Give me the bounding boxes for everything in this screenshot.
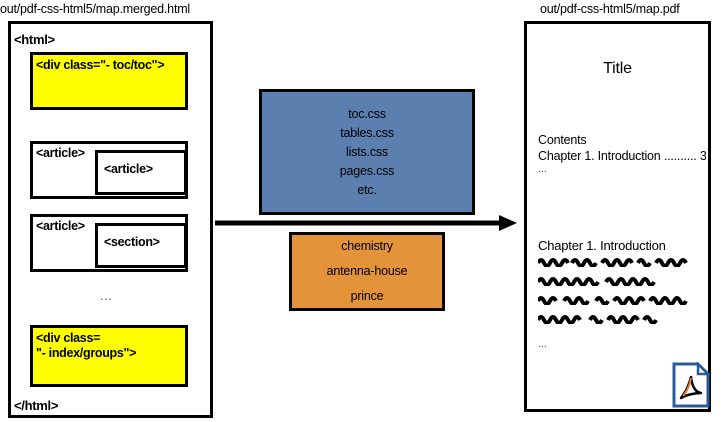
pdf-page-container <box>524 21 711 412</box>
vendor-item: chemistry <box>341 239 393 253</box>
html-open-tag: <html> <box>14 32 55 47</box>
nested-section-block <box>95 223 187 268</box>
pdf-body-ellipsis: ... <box>538 338 547 350</box>
css-item: pages.css <box>339 163 395 178</box>
index-div-label: <div class= "- index/groups"> <box>36 331 137 360</box>
pdf-contents-entry: Chapter 1. Introduction .......... 3 <box>538 149 707 163</box>
html-close-tag: </html> <box>14 398 59 413</box>
pdf-body-text-line <box>538 258 688 267</box>
nested-section-label: <section> <box>104 235 160 249</box>
pdf-body-text-line <box>538 277 656 286</box>
css-item: tables.css <box>340 125 394 140</box>
css-item: lists.css <box>346 144 388 159</box>
html-blocks-ellipsis: ... <box>100 288 113 303</box>
pdf-contents-ellipsis: ... <box>538 163 547 175</box>
source-file-caption: out/pdf-css-html5/map.merged.html <box>0 2 191 16</box>
toc-div-label: <div class="- toc/toc"> <box>36 58 165 72</box>
vendor-item: antenna-house <box>326 264 408 278</box>
css-stylesheets-box: toc.css tables.css lists.css pages.css e… <box>259 89 475 215</box>
css-item: etc. <box>357 182 377 197</box>
article-block-1-label: <article> <box>36 146 85 160</box>
article-block-2-label: <article> <box>36 219 85 233</box>
nested-article-label: <article> <box>104 162 153 176</box>
pdf-contents-heading: Contents <box>538 133 587 147</box>
formatter-vendors-box: chemistry antenna-house prince <box>289 232 445 311</box>
vendor-item: prince <box>350 289 384 303</box>
pdf-file-icon <box>672 362 710 408</box>
pdf-title: Title <box>603 60 632 77</box>
transform-arrow-icon <box>215 215 517 231</box>
index-div-block <box>30 325 188 387</box>
pdf-body-text-line <box>538 296 688 305</box>
toc-div-block <box>30 52 188 110</box>
nested-article-block <box>95 150 187 195</box>
pdf-chapter-heading: Chapter 1. Introduction <box>538 238 666 253</box>
css-item: toc.css <box>348 106 386 121</box>
output-file-caption: out/pdf-css-html5/map.pdf <box>540 2 680 16</box>
pdf-body-text-line <box>538 315 658 324</box>
